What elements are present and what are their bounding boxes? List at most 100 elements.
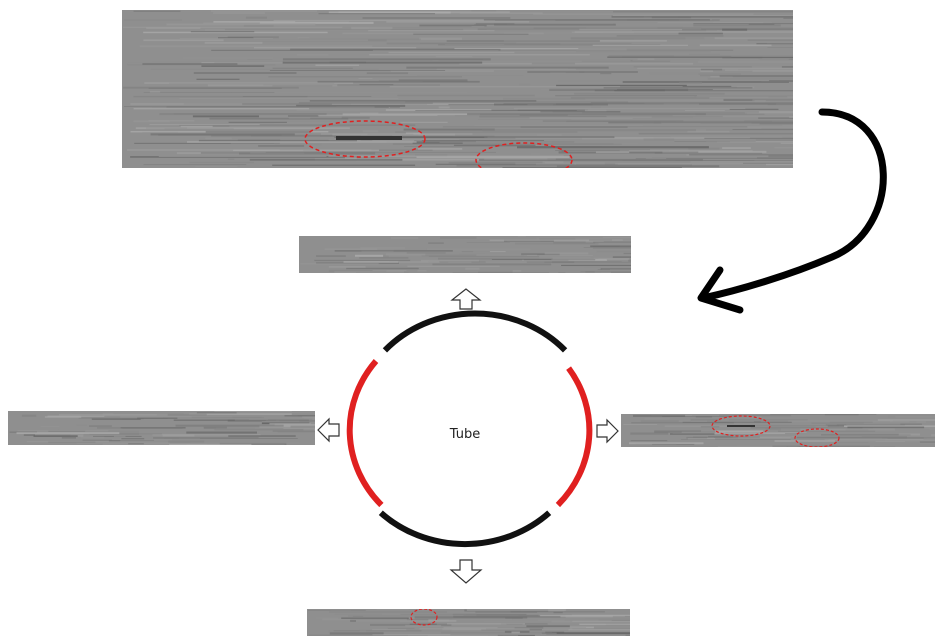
scan-noise-line	[369, 54, 590, 56]
scan-noise-line	[366, 72, 409, 75]
scan-noise-line	[519, 83, 531, 86]
scan-noise-line	[215, 427, 255, 429]
scan-noise-line	[368, 27, 586, 29]
scan-noise-line	[143, 31, 328, 34]
scan-noise-line	[601, 268, 631, 270]
scan-noise-line	[675, 160, 793, 161]
scan-noise-line	[173, 113, 327, 115]
scan-noise-line	[511, 631, 520, 634]
scan-noise-line	[625, 634, 630, 636]
scan-noise-line	[685, 110, 725, 111]
scan-noise-line	[139, 45, 373, 48]
scan-noise-line	[133, 10, 181, 12]
scan-noise-line	[179, 38, 274, 39]
scan-noise-line	[133, 107, 310, 110]
scan-noise-line	[207, 84, 338, 87]
arrow-down-icon	[449, 559, 483, 584]
scan-noise-line	[164, 128, 234, 130]
scan-noise-line	[391, 237, 419, 239]
scan-noise-line	[80, 415, 108, 417]
scan-noise-line	[162, 434, 195, 437]
scan-noise-line	[570, 97, 710, 99]
scan-noise-line	[769, 80, 793, 82]
scan-noise-line	[929, 427, 935, 430]
scan-noise-line	[566, 120, 772, 123]
scan-noise-line	[192, 115, 259, 118]
scan-noise-line	[385, 253, 426, 256]
scan-noise-line	[540, 88, 618, 90]
defect-mark	[336, 136, 402, 140]
scan-noise-line	[657, 22, 764, 24]
scan-image-main	[122, 10, 793, 168]
scan-noise-line	[405, 101, 629, 103]
scan-noise-line	[679, 81, 702, 84]
scan-noise-line	[227, 158, 235, 160]
scan-noise-line	[277, 431, 315, 433]
scan-noise-line	[590, 102, 793, 105]
scan-noise-line	[193, 72, 297, 74]
scan-noise-line	[152, 434, 261, 436]
scan-noise-line	[359, 629, 452, 632]
scan-noise-line	[811, 422, 864, 424]
scan-noise-line	[228, 121, 287, 123]
scan-noise-line	[682, 29, 707, 32]
scan-noise-line	[135, 127, 350, 130]
scan-noise-line	[748, 23, 775, 25]
scan-noise-line	[191, 416, 262, 418]
scan-noise-line	[781, 428, 895, 431]
scan-noise-line	[484, 26, 683, 28]
scan-noise-line	[318, 13, 435, 15]
scan-noise-line	[448, 104, 528, 106]
scan-noise-line	[746, 112, 793, 115]
scan-noise-line	[486, 28, 720, 31]
scan-noise-line	[400, 103, 427, 105]
scan-noise-line	[414, 140, 476, 143]
scan-noise-line	[348, 615, 455, 617]
scan-noise-line	[120, 416, 233, 418]
scan-noise-line	[169, 82, 335, 85]
scan-noise-line	[463, 615, 519, 616]
scan-noise-line	[316, 262, 399, 264]
arrow-left-icon	[317, 417, 340, 443]
scan-noise-line	[872, 420, 926, 423]
scan-noise-line	[758, 111, 793, 114]
scan-noise-line	[123, 86, 299, 89]
scan-noise-line	[453, 615, 566, 618]
scan-noise-line	[732, 129, 793, 130]
scan-noise-line	[633, 414, 686, 417]
scan-noise-line	[580, 271, 631, 273]
scan-noise-line	[452, 272, 566, 273]
scan-noise-line	[284, 415, 315, 417]
scan-noise-line	[491, 259, 552, 260]
scan-noise-line	[611, 239, 623, 241]
scan-noise-line	[288, 115, 319, 117]
scan-noise-line	[211, 134, 350, 137]
scan-noise-line	[635, 158, 793, 160]
scan-noise-line	[825, 424, 905, 426]
scan-noise-line	[708, 435, 734, 437]
scan-noise-line	[152, 61, 285, 63]
scan-noise-line	[128, 443, 144, 445]
scan-noise-line	[631, 422, 734, 424]
scan-noise-line	[442, 628, 530, 631]
scan-noise-line	[728, 419, 808, 421]
scan-noise-line	[682, 421, 792, 423]
scan-noise-line	[272, 67, 353, 69]
scan-noise-line	[102, 443, 208, 445]
scan-noise-line	[529, 117, 759, 119]
scan-noise-line	[317, 80, 480, 83]
scan-noise-line	[123, 26, 343, 29]
scan-noise-line	[272, 164, 416, 166]
scan-noise-line	[670, 136, 783, 138]
scan-noise-line	[613, 11, 793, 13]
scan-noise-line	[130, 103, 243, 106]
scan-noise-line	[200, 152, 251, 154]
scan-noise-line	[169, 443, 252, 445]
scan-noise-line	[747, 39, 793, 41]
scan-noise-line	[133, 95, 308, 98]
scan-noise-line	[700, 70, 714, 72]
scan-noise-line	[341, 617, 409, 619]
scan-image-bottom	[307, 609, 630, 636]
scan-noise-line	[196, 412, 237, 414]
